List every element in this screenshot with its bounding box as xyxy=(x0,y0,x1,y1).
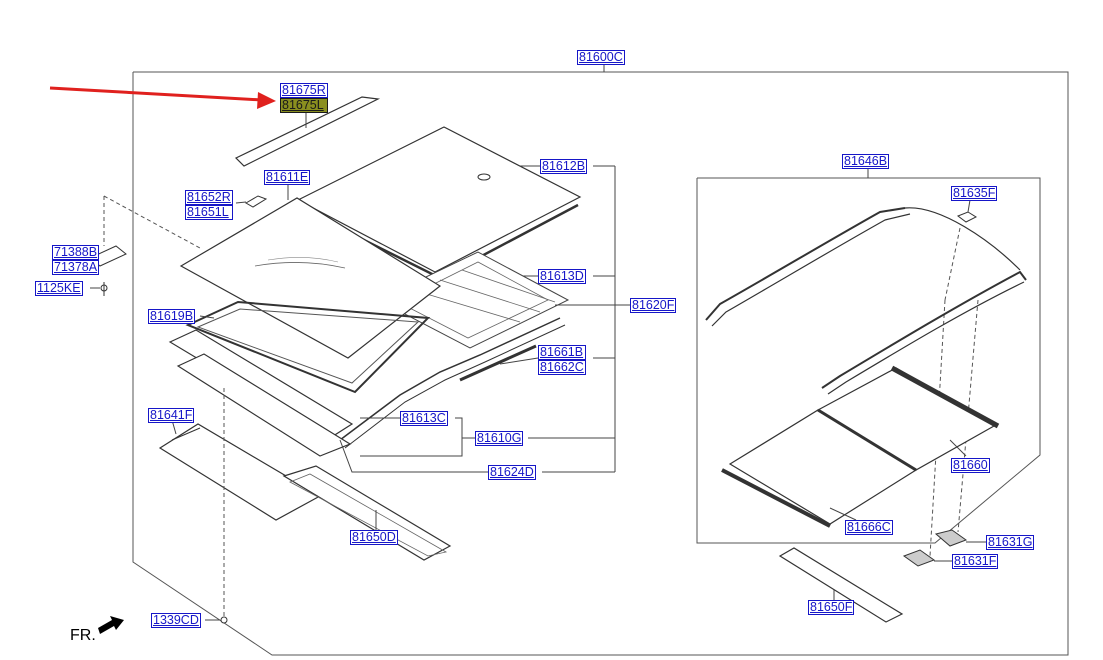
label-81666C[interactable]: 81666C xyxy=(845,520,893,535)
label-81610G[interactable]: 81610G xyxy=(475,431,524,446)
part-81646B-rail-left-2 xyxy=(711,213,911,327)
glass-reflection-1 xyxy=(254,262,346,269)
label-stack-81652: 81652R 81651L xyxy=(185,190,233,220)
shade-front-bar xyxy=(721,468,831,528)
label-81675R[interactable]: 81675R xyxy=(280,83,328,98)
part-81650D-crossmember xyxy=(282,465,452,561)
label-71388B[interactable]: 71388B xyxy=(52,245,100,260)
leader-81652R xyxy=(235,201,247,204)
label-1339CD[interactable]: 1339CD xyxy=(151,613,201,628)
part-81620F-frame xyxy=(376,251,570,349)
label-81612B[interactable]: 81612B xyxy=(540,159,588,174)
part-81646B-cable xyxy=(904,207,1021,271)
leader-81666C xyxy=(829,507,857,521)
label-71378A[interactable]: 71378A xyxy=(52,260,100,275)
part-81661B-rail xyxy=(459,344,537,382)
part-81612B-glass xyxy=(296,126,582,273)
leader-81610G xyxy=(455,417,475,439)
label-1125KE[interactable]: 1125KE xyxy=(35,281,83,296)
part-81646B-rail-right-2 xyxy=(827,281,1025,395)
frame-rib-2 xyxy=(439,279,541,313)
indicator-arrow xyxy=(49,86,263,102)
indicator-arrow-head xyxy=(257,92,276,109)
glass-sensor-hole xyxy=(477,173,491,181)
leader-81610G-b xyxy=(360,418,463,457)
label-81650D[interactable]: 81650D xyxy=(350,530,398,545)
frame-rib-3 xyxy=(461,269,556,303)
part-81646B-rail-right xyxy=(821,270,1027,389)
label-81662C[interactable]: 81662C xyxy=(538,360,586,375)
leader-81624D xyxy=(339,439,488,473)
label-81611E[interactable]: 81611E xyxy=(264,170,311,185)
part-81662C-rail xyxy=(461,349,537,385)
part-81631F-motor xyxy=(902,549,936,567)
part-81611E-glass xyxy=(179,197,442,359)
label-81641F[interactable]: 81641F xyxy=(148,408,195,423)
label-81613C[interactable]: 81613C xyxy=(400,411,448,426)
part-81652R-bracket xyxy=(245,195,268,208)
part-81624D-front-panel xyxy=(168,329,354,439)
label-81624D[interactable]: 81624D xyxy=(488,465,536,480)
label-81646B[interactable]: 81646B xyxy=(842,154,890,169)
leader-81619B xyxy=(199,315,215,319)
leader-81661B xyxy=(499,357,539,365)
part-81624D-lower xyxy=(176,353,352,457)
trim-detail xyxy=(171,427,201,441)
label-81661B[interactable]: 81661B xyxy=(538,345,586,360)
part-81675-moulding xyxy=(234,96,381,167)
leader-81660 xyxy=(949,439,967,457)
part-81619B-seal-inner xyxy=(196,308,420,384)
label-stack-81661: 81661B 81662C xyxy=(538,345,586,375)
label-81650F[interactable]: 81650F xyxy=(808,600,855,615)
part-81635F-bracket xyxy=(956,211,978,223)
label-81613D[interactable]: 81613D xyxy=(538,269,586,284)
dash-line-5 xyxy=(957,299,979,533)
label-81631G[interactable]: 81631G xyxy=(986,535,1035,550)
label-81600C[interactable]: 81600C xyxy=(577,50,625,65)
leader-81635F xyxy=(967,199,971,213)
part-81619B-seal xyxy=(185,300,431,394)
part-81610G-siderail xyxy=(339,317,561,441)
shade-seam xyxy=(817,408,917,472)
dash-line-6 xyxy=(944,227,961,301)
label-81631F[interactable]: 81631F xyxy=(952,554,999,569)
label-81651L[interactable]: 81651L xyxy=(185,205,233,220)
label-stack-81675: 81675R 81675L xyxy=(280,83,328,113)
part-1339CD-clip xyxy=(220,616,228,624)
label-81652R[interactable]: 81652R xyxy=(185,190,233,205)
front-direction-label: FR. xyxy=(70,627,96,644)
frame-rib-1 xyxy=(419,291,521,323)
label-81660[interactable]: 81660 xyxy=(951,458,990,473)
shade-assembly-box xyxy=(696,177,1041,544)
part-81631G-motor xyxy=(934,529,968,547)
label-81619B[interactable]: 81619B xyxy=(148,309,196,324)
assembly-outline xyxy=(132,71,1069,656)
label-81620F[interactable]: 81620F xyxy=(630,298,677,313)
label-stack-71388: 71388B 71378A xyxy=(52,245,100,275)
part-81646B-rail-left xyxy=(705,207,906,321)
shade-back-roller xyxy=(890,365,1000,429)
label-81635F[interactable]: 81635F xyxy=(951,186,998,201)
front-direction-icon xyxy=(98,616,124,634)
part-81610G-siderail-2 xyxy=(344,324,566,449)
label-81675L-highlighted[interactable]: 81675L xyxy=(280,98,328,113)
glass-reflection-2 xyxy=(267,257,339,263)
